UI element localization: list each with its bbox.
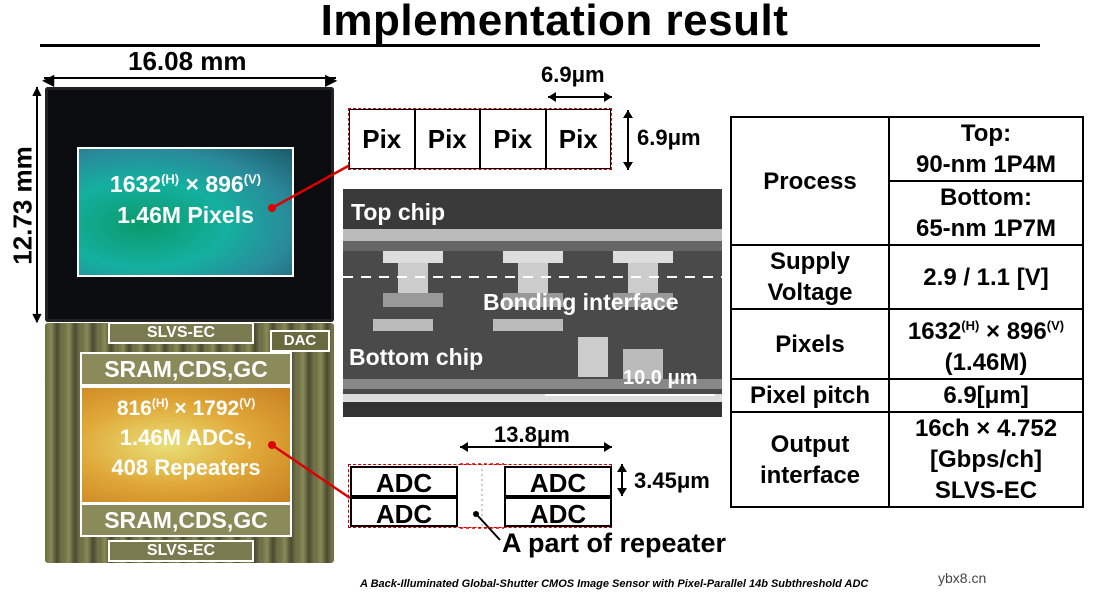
pixel-cell: Pix — [349, 109, 415, 169]
bottom-chip-label: Bottom chip — [349, 344, 484, 370]
pixel-cell: Pix — [545, 109, 611, 169]
process-top-cell: Top: 90-nm 1P4M — [888, 116, 1084, 182]
adc-array-region: 816(H) × 1792(V) 1.46M ADCs, 408 Repeate… — [80, 386, 292, 504]
output-label-cell: Output interface — [730, 411, 890, 508]
cross-section-image: Top chip Bonding interface Bottom chip 1… — [343, 189, 722, 417]
adc-height-label: 3.45μm — [634, 468, 710, 493]
supply-value-cell: 2.9 / 1.1 [V] — [888, 244, 1084, 310]
scale-bar-label: 10.0 μm — [623, 367, 698, 389]
arrow-left-icon: ◀ — [42, 72, 55, 89]
adc-cell: ADC — [504, 466, 612, 498]
pixels-label-cell: Pixels — [730, 308, 890, 380]
top-die-pixel-total: 1.46M Pixels — [117, 202, 254, 228]
top-chip-label: Top chip — [351, 199, 446, 225]
adc-total: 1.46M ADCs, — [119, 425, 253, 450]
sram-bottom-block: SRAM,CDS,GC — [80, 503, 292, 537]
adc-cell: ADC — [350, 497, 458, 529]
spec-table: Process Top: 90-nm 1P4M Bottom: 65-nm 1P… — [730, 116, 1084, 508]
repeater-total: 408 Repeaters — [111, 455, 261, 480]
cross-section-graphic — [343, 189, 722, 417]
pitch-label-cell: Pixel pitch — [730, 378, 890, 413]
pixel-array-region: 1632(H) × 896(V) 1.46M Pixels — [77, 147, 294, 277]
adc-cell: ADC — [504, 497, 612, 529]
top-die-width-label: 16.08 mm — [128, 46, 247, 76]
arrow-right-icon: ▶ — [325, 72, 338, 89]
process-label-cell: Process — [730, 116, 890, 246]
arrow-down-icon: ▼ — [29, 310, 45, 327]
pixels-value-cell: 1632(H) × 896(V) (1.46M) — [888, 308, 1084, 380]
sram-top-block: SRAM,CDS,GC — [80, 352, 292, 386]
pixel-pitch-h-label: 6.9μm — [541, 62, 605, 87]
adc-count: 816(H) × 1792(V) — [116, 396, 256, 420]
slvs-bottom-block: SLVS-EC — [108, 540, 254, 562]
pixel-cells-row: Pix Pix Pix Pix — [348, 108, 612, 170]
arrow-up-icon: ▲ — [29, 83, 45, 100]
repeater-caption: A part of repeater — [502, 528, 727, 558]
slvs-top-block: SLVS-EC — [108, 322, 254, 344]
pixel-cell: Pix — [414, 109, 480, 169]
title-underline — [40, 44, 1040, 47]
paper-title-footer: A Back-Illuminated Global-Shutter CMOS I… — [360, 578, 869, 590]
top-die-height-arrow — [36, 87, 38, 322]
bonding-interface-label: Bonding interface — [483, 289, 679, 315]
scale-bar — [545, 394, 715, 396]
adc-width-label: 13.8μm — [494, 422, 570, 447]
pitch-value-cell: 6.9[μm] — [888, 378, 1084, 413]
top-die-width-arrow — [44, 77, 336, 79]
page-title: Implementation result — [320, 0, 789, 45]
output-value-cell: 16ch × 4.752 [Gbps/ch] SLVS-EC — [888, 411, 1084, 508]
site-watermark: ybx8.cn — [938, 570, 987, 586]
pixel-cell: Pix — [480, 109, 546, 169]
top-die-pixel-count: 1632(H) × 896(V) — [109, 171, 262, 197]
supply-label-cell: Supply Voltage — [730, 244, 890, 310]
adc-cell: ADC — [350, 466, 458, 498]
process-bottom-cell: Bottom: 65-nm 1P7M — [888, 180, 1084, 246]
pixel-pitch-v-label: 6.9μm — [637, 125, 701, 150]
dac-block: DAC — [270, 330, 330, 352]
